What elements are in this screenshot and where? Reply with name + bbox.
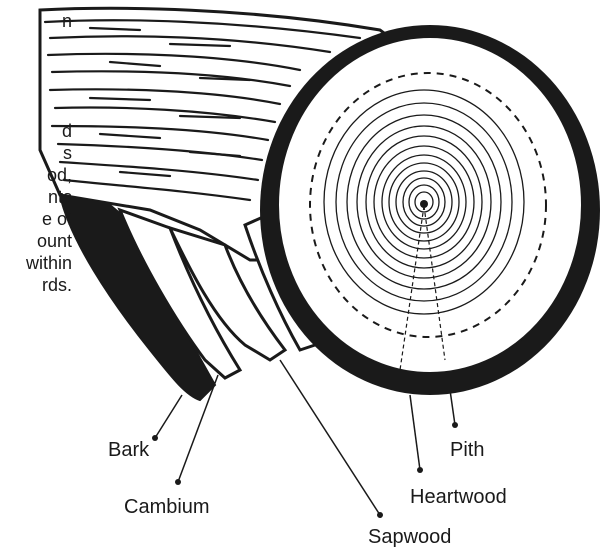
- label-sapwood: Sapwood: [368, 525, 451, 549]
- side-caption-line: d: [62, 120, 72, 142]
- side-caption-line: od,: [47, 164, 72, 186]
- side-caption-line: e of: [42, 208, 72, 230]
- label-cambium: Cambium: [124, 495, 210, 519]
- label-pith: Pith: [450, 438, 484, 462]
- side-caption-line: s: [63, 142, 72, 164]
- side-caption-line: rds.: [42, 274, 72, 296]
- side-caption-line: within: [26, 252, 72, 274]
- side-caption-line: nts: [48, 186, 72, 208]
- side-caption-line: ount: [37, 230, 72, 252]
- label-bark: Bark: [108, 438, 149, 462]
- side-caption-text: n d s od, nts e of ount within rds.: [0, 0, 80, 380]
- label-heartwood: Heartwood: [410, 485, 507, 509]
- side-caption-line: n: [62, 10, 72, 32]
